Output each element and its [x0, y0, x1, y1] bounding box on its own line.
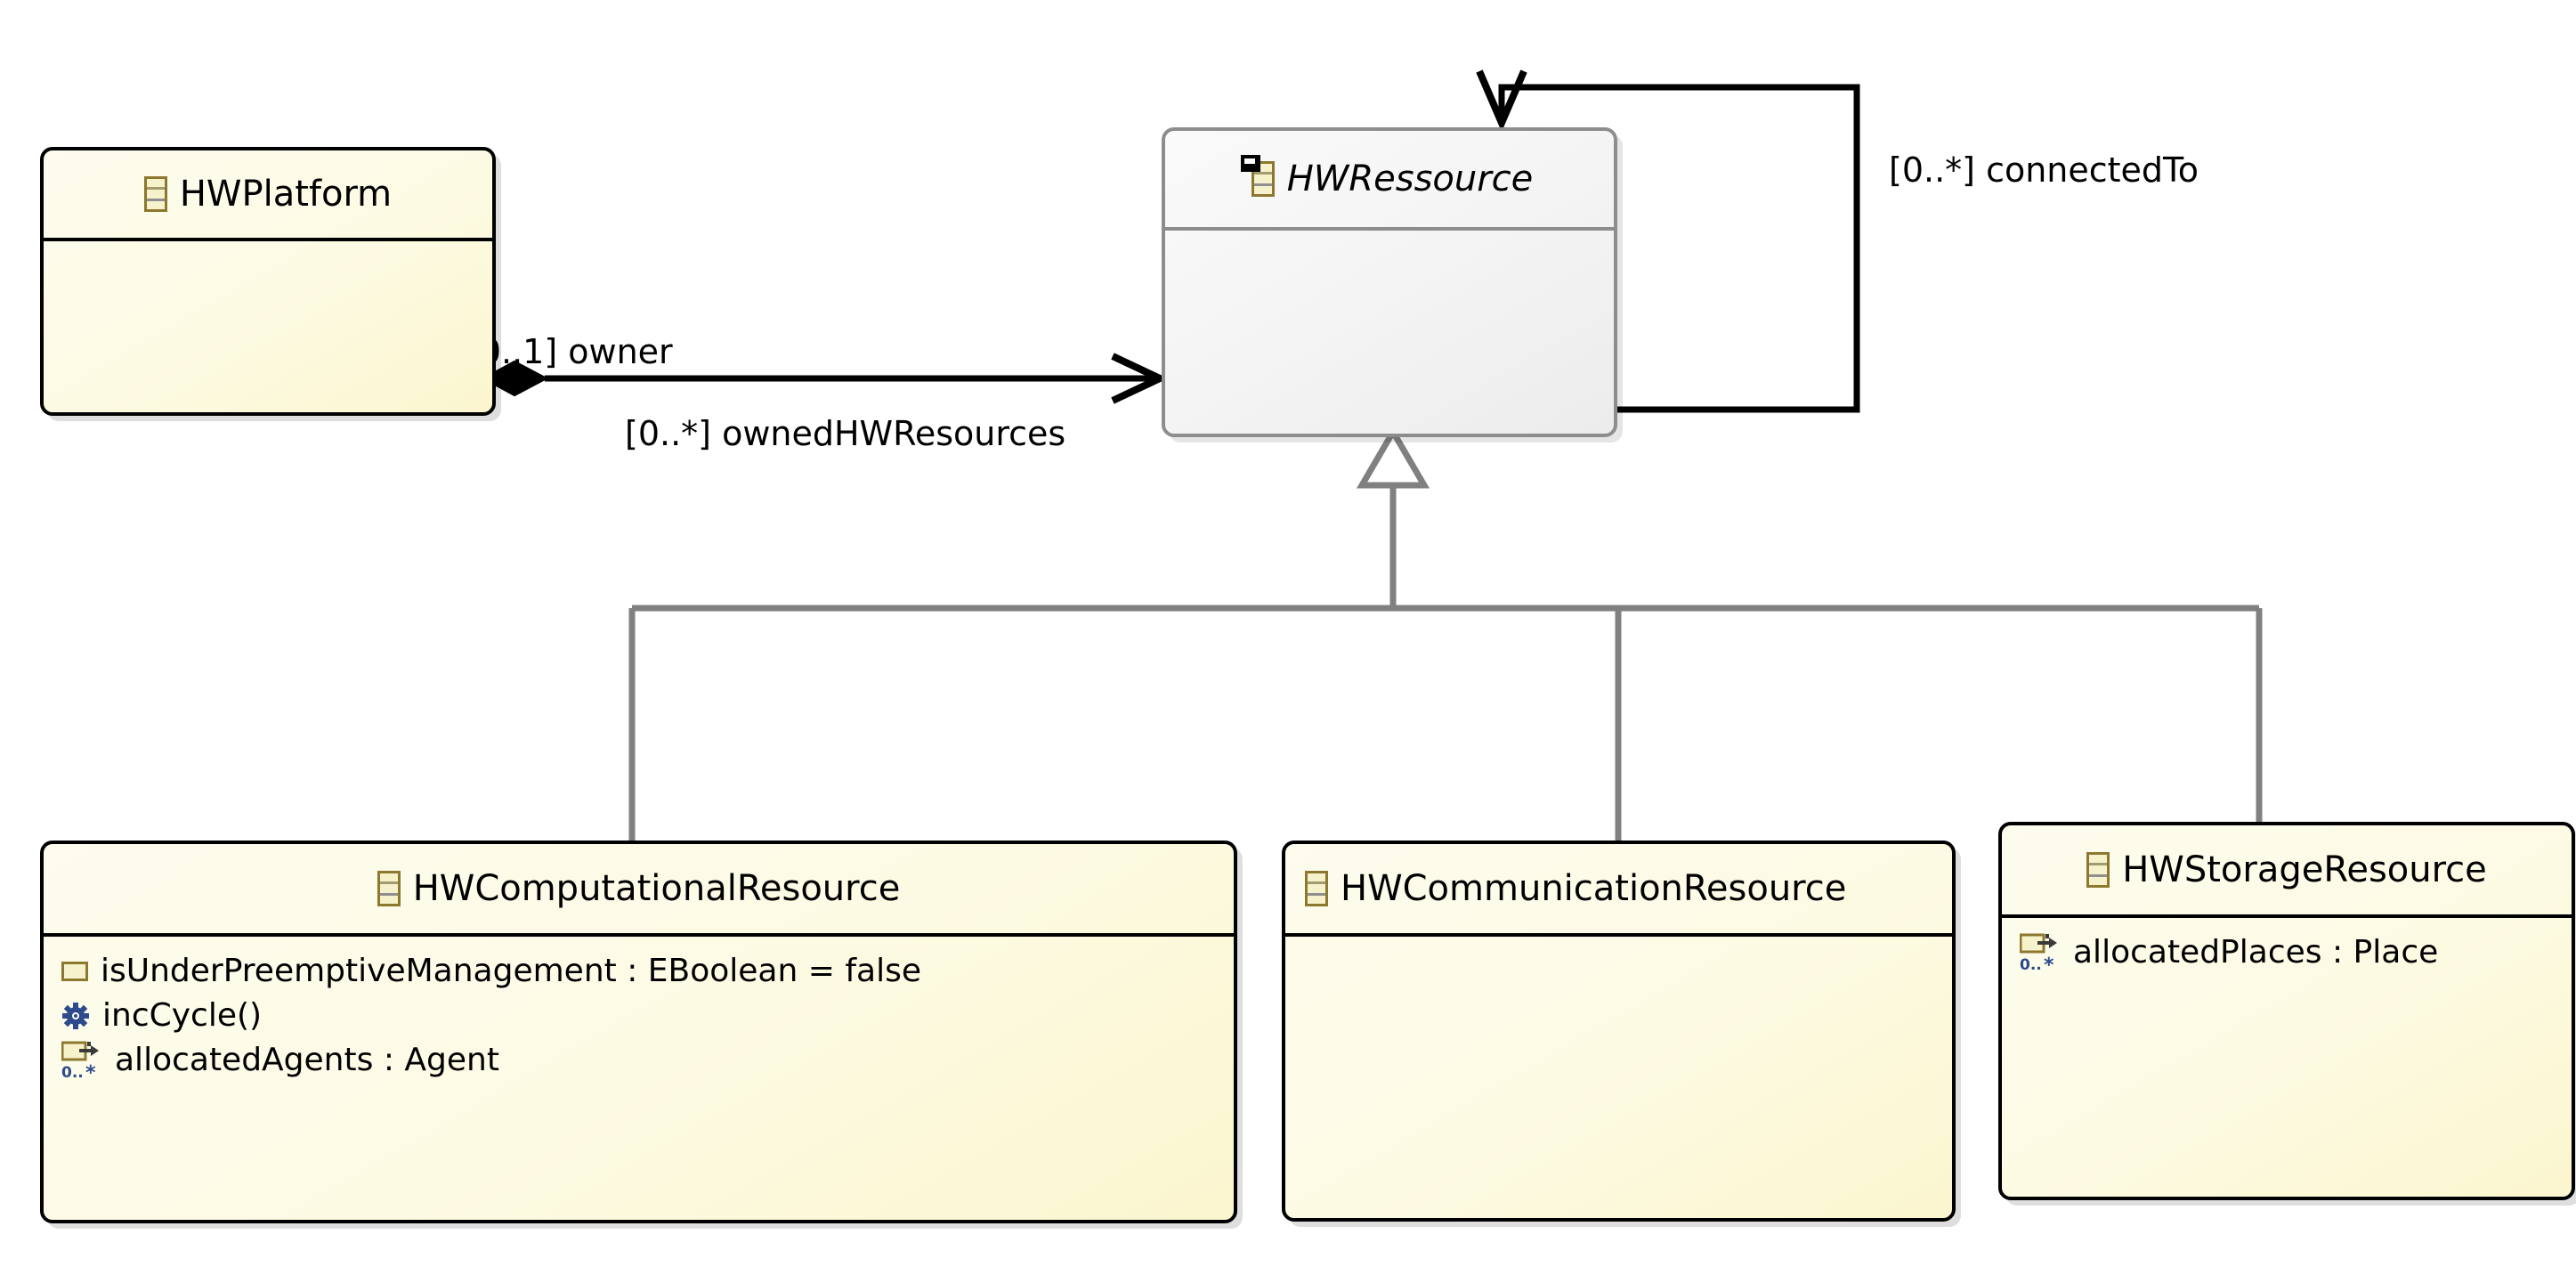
class-body-hwressource [1165, 231, 1614, 434]
composition-arrowhead [1111, 353, 1169, 404]
connectedto-arrowhead [1476, 69, 1527, 133]
abstract-marker-icon [1240, 155, 1260, 172]
class-body-hwcommunicationresource [1285, 937, 1952, 1218]
class-header-hwcomputationalresource: HWComputationalResource [44, 844, 1234, 937]
class-body-hwcomputationalresource: isUnderPreemptiveManagement : EBoolean =… [44, 937, 1234, 1220]
eclass-icon [1305, 871, 1328, 906]
member-label: allocatedAgents : Agent [115, 1042, 499, 1078]
class-header-hwplatform: HWPlatform [44, 150, 492, 241]
member-row[interactable]: isUnderPreemptiveManagement : EBoolean =… [44, 949, 1234, 994]
class-name-hwplatform: HWPlatform [179, 174, 393, 215]
class-header-hwressource: HWRessource [1165, 131, 1614, 231]
association-label-ownedhwresources: [0..*] ownedHWResources [625, 414, 1066, 453]
eoperation-icon [61, 1002, 90, 1030]
svg-text:0..: 0.. [61, 1064, 84, 1081]
class-box-hwstorageresource[interactable]: HWStorageResource 0.. * allocatedPlaces … [1998, 822, 2575, 1200]
member-row[interactable]: incCycle() [44, 994, 1234, 1038]
member-label: isUnderPreemptiveManagement : EBoolean =… [101, 953, 921, 989]
member-row[interactable]: 0.. * allocatedAgents : Agent [44, 1038, 1234, 1084]
class-box-hwplatform[interactable]: HWPlatform [40, 147, 496, 416]
association-label-connectedto: [0..*] connectedTo [1889, 150, 2199, 190]
eclass-icon [143, 176, 167, 212]
class-name-hwcomputationalresource: HWComputationalResource [412, 868, 901, 909]
association-label-owner: [0..1] owner [466, 332, 673, 371]
svg-text:*: * [2044, 954, 2054, 973]
class-box-hwressource[interactable]: HWRessource [1162, 127, 1617, 437]
class-name-hwressource: HWRessource [1286, 158, 1534, 199]
eclass-icon [2086, 852, 2110, 888]
member-label: incCycle() [102, 997, 263, 1034]
member-row[interactable]: 0.. * allocatedPlaces : Place [2002, 930, 2572, 977]
generalization-triangle [1356, 426, 1430, 489]
eattribute-icon [61, 962, 88, 981]
class-header-hwstorageresource: HWStorageResource [2002, 825, 2572, 918]
eclass-icon [377, 871, 401, 906]
class-body-hwplatform [44, 241, 492, 412]
ereference-icon: 0.. * [61, 1040, 102, 1084]
class-box-hwcomputationalresource[interactable]: HWComputationalResource isUnderPreemptiv… [40, 841, 1237, 1223]
svg-text:0..: 0.. [2020, 956, 2042, 973]
class-name-hwstorageresource: HWStorageResource [2122, 849, 2487, 890]
member-label: allocatedPlaces : Place [2073, 934, 2439, 971]
generalization-tree [628, 481, 2263, 841]
eclass-abstract-icon [1240, 155, 1275, 197]
class-header-hwcommunicationresource: HWCommunicationResource [1285, 844, 1952, 937]
class-box-hwcommunicationresource[interactable]: HWCommunicationResource [1282, 841, 1956, 1222]
class-name-hwcommunicationresource: HWCommunicationResource [1341, 868, 1847, 909]
ereference-icon: 0.. * [2019, 932, 2061, 977]
svg-text:*: * [85, 1062, 96, 1081]
class-body-hwstorageresource: 0.. * allocatedPlaces : Place [2002, 918, 2572, 1197]
